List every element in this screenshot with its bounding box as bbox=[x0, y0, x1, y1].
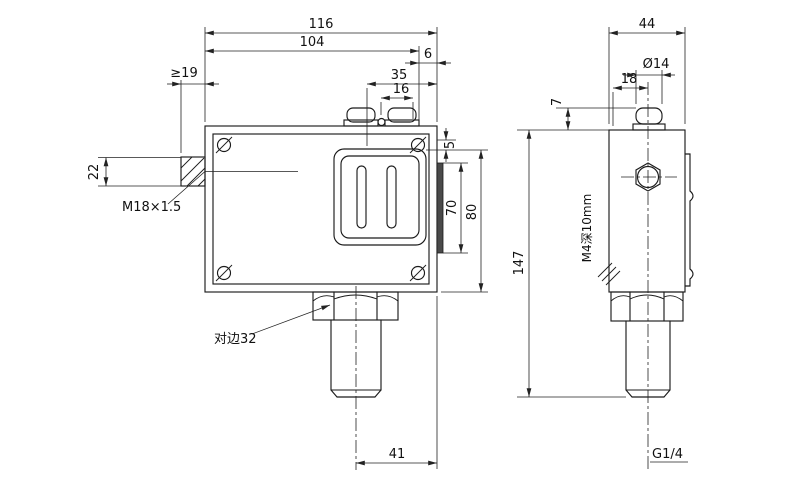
conduit-thread-label: M18×1.5 bbox=[122, 200, 181, 215]
dim-cap-offset: 18 bbox=[621, 72, 638, 87]
dim-depth: 44 bbox=[639, 17, 656, 32]
dim-16: 16 bbox=[393, 82, 410, 97]
side-dim-7: 7 bbox=[550, 98, 636, 130]
side-dim-147: 147 bbox=[512, 129, 626, 398]
dim-cap-diameter: Ø14 bbox=[643, 57, 670, 72]
dim-35: 35 bbox=[391, 68, 408, 83]
front-body bbox=[204, 125, 438, 293]
dim-cap-height: 7 bbox=[550, 98, 565, 106]
front-body-inner-outline bbox=[212, 133, 430, 285]
front-dim-22: 22 bbox=[87, 157, 181, 187]
front-dim-41: 41 bbox=[356, 296, 438, 469]
front-label-conduit-thread: M18×1.5 bbox=[122, 200, 181, 215]
dim-width-total: 116 bbox=[309, 17, 334, 32]
side-dim-18: 18 bbox=[612, 72, 648, 126]
front-corner-screws bbox=[215, 136, 427, 282]
dim-offset-6: 6 bbox=[424, 47, 432, 62]
side-body-outline bbox=[608, 129, 686, 293]
conduit-leader-line bbox=[167, 171, 298, 205]
side-m4-thread-marks bbox=[597, 262, 621, 286]
side-mounting-bracket bbox=[684, 153, 694, 287]
dim-stem-offset: 41 bbox=[389, 447, 406, 462]
front-dim-70: 70 bbox=[443, 162, 468, 254]
side-dim-dia14: Ø14 bbox=[623, 57, 675, 104]
dim-connector-height: 22 bbox=[87, 164, 102, 181]
front-dim-104: 104 bbox=[205, 35, 420, 120]
front-dim-116: 116 bbox=[204, 17, 438, 122]
dim-total-height: 147 bbox=[512, 251, 527, 276]
wrench-flats-label: 对边32 bbox=[214, 332, 257, 347]
side-view: 44 18 Ø14 7 147 M4深10mm bbox=[512, 17, 694, 470]
front-dim-16: 16 bbox=[380, 82, 414, 119]
side-top-cap bbox=[632, 107, 666, 131]
side-hex-nut bbox=[610, 291, 684, 322]
m4-thread-label: M4深10mm bbox=[580, 194, 594, 263]
side-label-port: G1/4 bbox=[650, 447, 688, 463]
front-terminal-strip bbox=[436, 162, 444, 254]
side-label-m4: M4深10mm bbox=[580, 194, 594, 263]
side-body bbox=[608, 129, 694, 293]
front-cover-slot-right bbox=[386, 165, 397, 229]
front-body-outline bbox=[204, 125, 438, 293]
front-dim-80: 80 bbox=[426, 149, 488, 293]
dim-gap-5: 5 bbox=[443, 141, 458, 149]
front-switch-cover bbox=[333, 148, 427, 246]
dim-width-inner: 104 bbox=[300, 35, 325, 50]
front-dim-5: 5 bbox=[437, 128, 458, 162]
front-center-pin bbox=[377, 117, 386, 127]
front-terminal-caps bbox=[343, 107, 420, 127]
port-thread-label: G1/4 bbox=[652, 447, 683, 462]
front-dim-6: 6 bbox=[405, 47, 451, 66]
side-pressure-stem bbox=[625, 320, 671, 398]
front-pressure-stem bbox=[330, 319, 382, 398]
dim-body-height: 80 bbox=[465, 204, 480, 221]
dim-min-clearance: ≥19 bbox=[170, 66, 197, 81]
front-cover-slot-left bbox=[356, 165, 367, 229]
front-dim-35: 35 bbox=[366, 68, 437, 146]
dim-cover-height: 70 bbox=[445, 200, 460, 217]
front-view: 116 104 6 35 16 ≥ bbox=[87, 17, 488, 470]
front-dim-min19: ≥19 bbox=[167, 66, 219, 153]
front-conduit-connector bbox=[167, 156, 298, 205]
front-label-wrench-flats: 对边32 bbox=[214, 304, 331, 347]
front-hex-nut bbox=[312, 291, 399, 321]
